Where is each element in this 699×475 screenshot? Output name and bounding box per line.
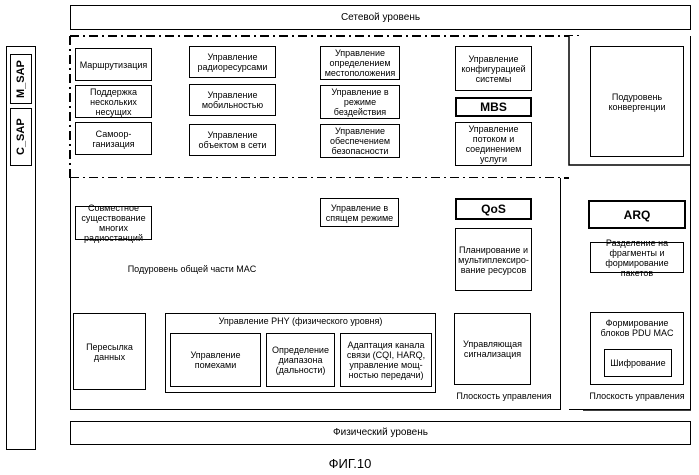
qos-box: QoS <box>455 198 532 220</box>
coexistence-box: Совместное существование многих радиоста… <box>75 206 152 240</box>
figure-caption: ФИГ.10 <box>300 456 400 471</box>
routing-box: Маршрутизация <box>75 48 152 81</box>
arq-box: ARQ <box>588 200 686 229</box>
fragmentation-box: Разделение на фрагменты и формирование п… <box>590 242 684 273</box>
physical-layer-box: Физический уровень <box>70 421 691 445</box>
security-box: Управление обеспечением безопасности <box>320 124 400 158</box>
common-part-label: Подуровень общей части MAC <box>112 264 272 274</box>
physical-layer-label: Физический уровень <box>333 428 428 438</box>
data-forwarding-box: Пересылка данных <box>73 313 146 390</box>
sleep-mode-box: Управление в спящем режиме <box>320 198 399 227</box>
interference-box: Управление помехами <box>170 333 261 387</box>
encryption-box: Шифрование <box>604 349 672 377</box>
sys-config-box: Управление конфигурацией системы <box>455 46 532 91</box>
mobility-box: Управление мобильностью <box>189 84 276 116</box>
link-adaptation-box: Адаптация канала связи (CQI, HARQ, управ… <box>340 333 432 387</box>
network-entity-box: Управление объектом в сети <box>189 124 276 156</box>
idle-mode-box: Управление в режиме бездействия <box>320 85 400 119</box>
control-plane-label-left: Плоскость управления <box>446 391 562 401</box>
ranging-box: Определение диапазона (дальности) <box>266 333 335 387</box>
control-signaling-box: Управляющая сигнализация <box>454 313 531 385</box>
convergence-box: Подуровень конвергенции <box>590 46 684 157</box>
location-box: Управление определением местоположения <box>320 46 400 80</box>
mbs-box: MBS <box>455 97 532 117</box>
service-flow-box: Управление потоком и соединением услуги <box>455 122 532 166</box>
radio-resources-box: Управление радиоресурсами <box>189 46 276 78</box>
multicarrier-box: Поддержка нескольких несущих <box>75 85 152 118</box>
control-plane-label-right: Плоскость управления <box>583 391 691 401</box>
scheduling-box: Планирование и мультиплексиро- вание рес… <box>455 228 532 291</box>
self-org-box: Самоор- ганизация <box>75 122 152 155</box>
